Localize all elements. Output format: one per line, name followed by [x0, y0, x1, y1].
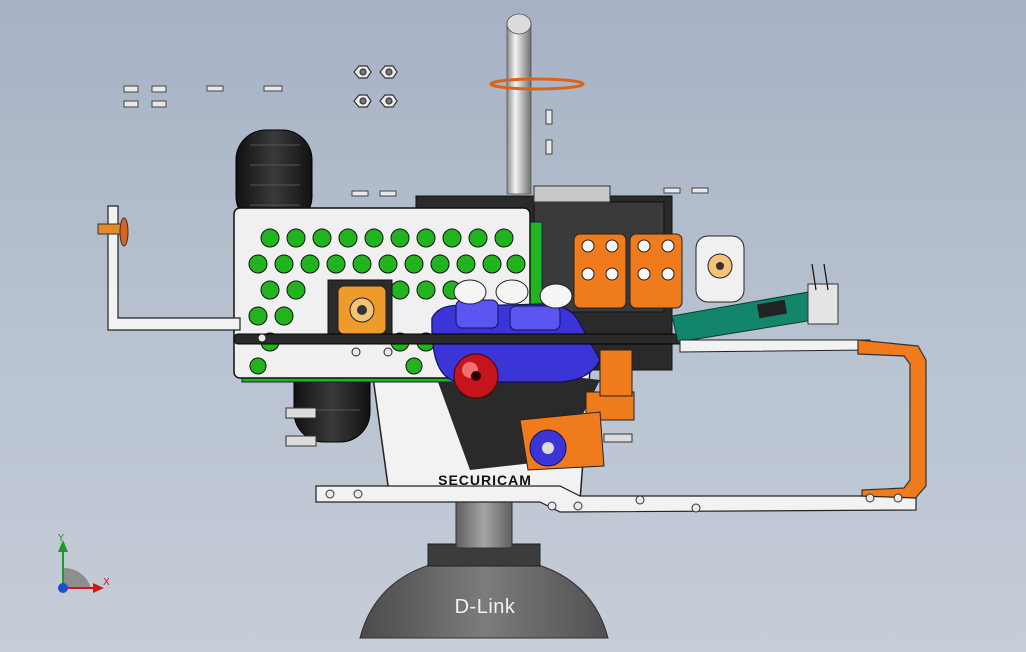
- bumpers: [453, 279, 573, 309]
- body-label: SECURICAM: [438, 472, 532, 488]
- white-servo: [695, 235, 745, 303]
- camera-base: [359, 499, 609, 639]
- right-arm: [679, 339, 927, 503]
- vertical-rod: [489, 13, 585, 195]
- sensor-pcb: [671, 263, 839, 343]
- base-label: D-Link: [454, 596, 516, 618]
- axle-bolts: [285, 407, 633, 447]
- servo-brackets: [573, 233, 683, 421]
- axis-x-label: X: [103, 577, 110, 588]
- bottom-linkage: [315, 485, 917, 513]
- loose-hardware: [123, 85, 709, 197]
- arm-bolts: [257, 333, 393, 357]
- axis-y-label: Y: [58, 533, 65, 544]
- hex-nuts: [353, 65, 398, 108]
- left-bracket: [97, 205, 241, 331]
- hub-assembly: [519, 411, 605, 471]
